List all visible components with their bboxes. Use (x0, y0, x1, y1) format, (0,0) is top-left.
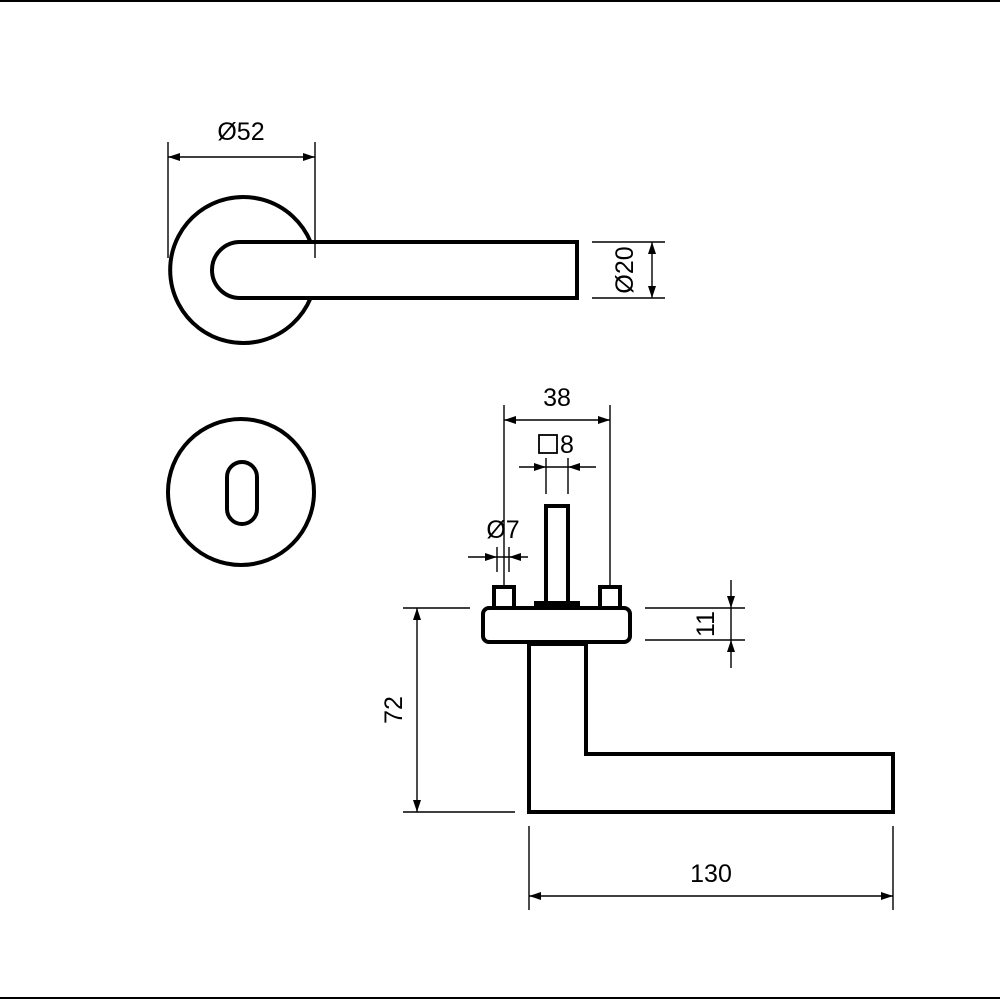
fixing-pin-right (598, 585, 622, 610)
rose-diameter-label: Ø52 (217, 118, 264, 146)
pin-diameter-dimension: Ø7 (468, 516, 528, 572)
rose-spacing-dimension: 38 (503, 384, 611, 586)
lever-bar (210, 240, 579, 300)
rose-thickness-dimension: 11 (645, 580, 745, 668)
rose-profile (481, 606, 632, 644)
lever-side-view (481, 504, 895, 814)
pin-diameter-label: Ø7 (486, 516, 519, 544)
rose-outline (168, 195, 313, 345)
spindle (544, 504, 570, 608)
spindle-washer (534, 601, 580, 608)
rose-thickness-label: 11 (692, 611, 720, 637)
lever-profile (527, 642, 895, 814)
spindle-square-label: 8 (560, 431, 574, 459)
key-escutcheon (166, 417, 316, 567)
lever-height-label: 72 (380, 696, 408, 724)
lever-length-dimension: 130 (528, 826, 894, 910)
keyhole-slot (225, 460, 259, 526)
top-border (0, 0, 1000, 2)
lever-diameter-dimension: Ø20 (592, 241, 665, 299)
lever-height-dimension: 72 (380, 607, 515, 813)
escutcheon-outline (166, 417, 316, 567)
bottom-border (0, 997, 1000, 999)
rose-spacing-label: 38 (543, 384, 571, 412)
lever-top-view (168, 195, 579, 345)
fixing-pin-left (492, 585, 516, 610)
rose-diameter-dimension: Ø52 (167, 118, 316, 258)
lever-diameter-label: Ø20 (611, 246, 639, 293)
spindle-square-dimension: 8 (519, 431, 596, 494)
square-symbol (538, 434, 558, 454)
lever-length-label: 130 (690, 860, 732, 888)
